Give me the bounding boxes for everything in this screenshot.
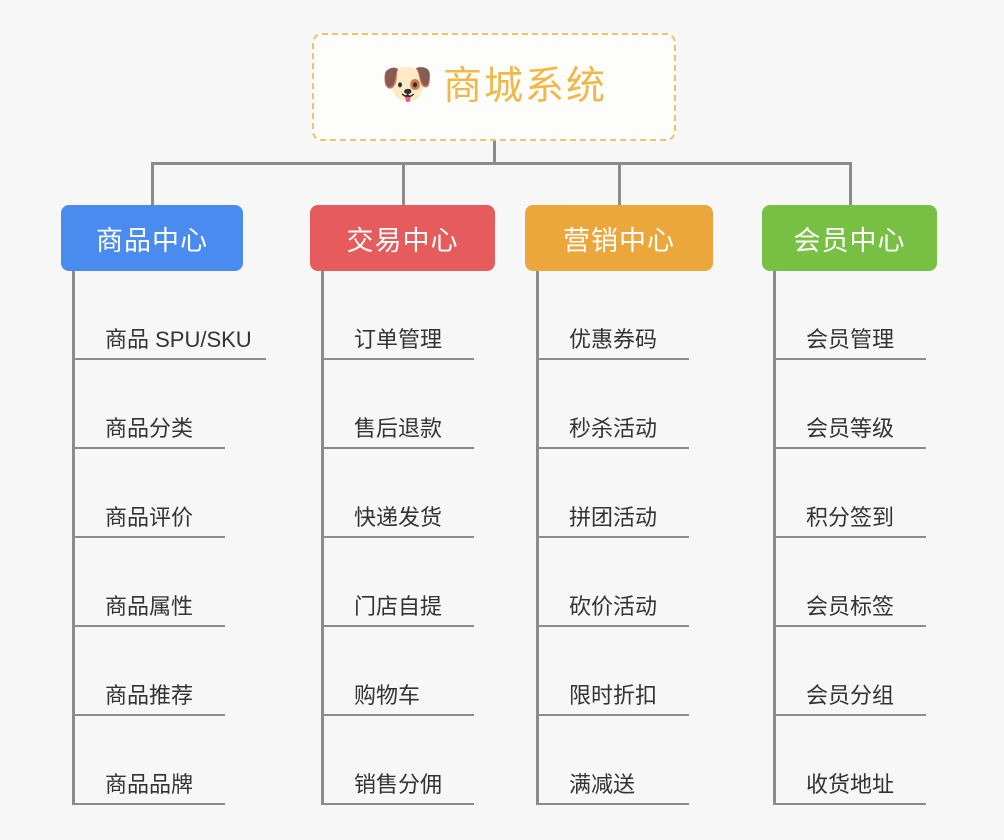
leaf-item[interactable]: 商品属性 [75, 538, 225, 627]
category-header-4[interactable]: 会员中心 [762, 205, 937, 271]
horizontal-bus-line [151, 162, 852, 165]
leaf-list: 商品 SPU/SKU 商品分类商品评价商品属性商品推荐商品品牌 [72, 271, 266, 805]
leaf-item-label: 秒杀活动 [569, 415, 658, 441]
category-column-1: 商品中心商品 SPU/SKU 商品分类商品评价商品属性商品推荐商品品牌 [61, 205, 266, 805]
category-header-label: 商品中心 [96, 225, 208, 256]
leaf-item[interactable]: 会员管理 [776, 271, 926, 360]
root-stem-line [493, 141, 496, 165]
leaf-item[interactable]: 商品推荐 [75, 627, 225, 716]
leaf-item[interactable]: 销售分佣 [324, 716, 474, 805]
leaf-item[interactable]: 门店自提 [324, 538, 474, 627]
leaf-item-label: 限时折扣 [569, 682, 658, 708]
leaf-spine-line [536, 271, 539, 805]
leaf-item-label: 满减送 [569, 771, 636, 797]
leaf-list: 订单管理售后退款快递发货门店自提购物车销售分佣 [321, 271, 495, 805]
leaf-list: 优惠券码秒杀活动拼团活动砍价活动限时折扣满减送 [536, 271, 713, 805]
leaf-item[interactable]: 拼团活动 [539, 449, 689, 538]
leaf-item-label: 商品 SPU/SKU [105, 326, 252, 352]
leaf-item-label: 商品属性 [105, 593, 194, 619]
leaf-item[interactable]: 收货地址 [776, 716, 926, 805]
root-node[interactable]: 🐶 商城系统 [312, 33, 676, 141]
leaf-spine-line [773, 271, 776, 805]
leaf-item-label: 积分签到 [806, 504, 895, 530]
leaf-item[interactable]: 商品 SPU/SKU [75, 271, 266, 360]
leaf-item-label: 商品评价 [105, 504, 194, 530]
leaf-item-label: 优惠券码 [569, 326, 658, 352]
leaf-item-label: 商品推荐 [105, 682, 194, 708]
leaf-item-label: 收货地址 [806, 771, 895, 797]
category-column-2: 交易中心订单管理售后退款快递发货门店自提购物车销售分佣 [310, 205, 495, 805]
leaf-item-label: 商品分类 [105, 415, 194, 441]
category-header-label: 营销中心 [563, 225, 675, 256]
leaf-item[interactable]: 会员等级 [776, 360, 926, 449]
category-header-label: 交易中心 [346, 225, 459, 256]
leaf-item-label: 门店自提 [354, 593, 443, 619]
leaf-item[interactable]: 限时折扣 [539, 627, 689, 716]
leaf-item-label: 购物车 [354, 682, 421, 708]
leaf-item[interactable]: 商品评价 [75, 449, 225, 538]
category-column-3: 营销中心优惠券码秒杀活动拼团活动砍价活动限时折扣满减送 [525, 205, 713, 805]
leaf-item[interactable]: 积分签到 [776, 449, 926, 538]
leaf-item[interactable]: 商品品牌 [75, 716, 225, 805]
leaf-item[interactable]: 满减送 [539, 716, 689, 805]
leaf-item[interactable]: 售后退款 [324, 360, 474, 449]
leaf-item-label: 会员标签 [806, 593, 895, 619]
leaf-item-label: 拼团活动 [569, 504, 658, 530]
leaf-item[interactable]: 会员分组 [776, 627, 926, 716]
category-drop-line-2 [401, 162, 405, 205]
leaf-list: 会员管理会员等级积分签到会员标签会员分组收货地址 [773, 271, 937, 805]
leaf-item-label: 销售分佣 [354, 771, 443, 797]
leaf-item-label: 快递发货 [354, 504, 443, 530]
leaf-item-label: 售后退款 [354, 415, 443, 441]
leaf-item-label: 会员分组 [806, 682, 895, 708]
category-drop-line-1 [151, 162, 154, 205]
leaf-item-label: 订单管理 [354, 326, 443, 352]
category-header-label: 会员中心 [793, 225, 906, 256]
leaf-item-label: 会员等级 [806, 415, 895, 441]
category-header-2[interactable]: 交易中心 [310, 205, 495, 271]
leaf-item[interactable]: 商品分类 [75, 360, 225, 449]
leaf-item[interactable]: 秒杀活动 [539, 360, 689, 449]
leaf-item[interactable]: 快递发货 [324, 449, 474, 538]
leaf-item[interactable]: 订单管理 [324, 271, 474, 360]
category-header-1[interactable]: 商品中心 [61, 205, 243, 271]
leaf-spine-line [72, 271, 75, 805]
category-drop-line-4 [848, 162, 852, 205]
leaf-spine-line [321, 271, 324, 805]
leaf-item[interactable]: 购物车 [324, 627, 474, 716]
category-column-4: 会员中心会员管理会员等级积分签到会员标签会员分组收货地址 [762, 205, 937, 805]
leaf-item-label: 商品品牌 [105, 771, 194, 797]
category-drop-line-3 [618, 162, 621, 205]
root-title: 商城系统 [442, 64, 607, 108]
category-header-3[interactable]: 营销中心 [525, 205, 713, 271]
shiba-dog-face-icon: 🐶 [380, 60, 434, 107]
leaf-item-label: 砍价活动 [569, 593, 658, 619]
leaf-item[interactable]: 优惠券码 [539, 271, 689, 360]
leaf-item-label: 会员管理 [806, 326, 895, 352]
leaf-item[interactable]: 会员标签 [776, 538, 926, 627]
leaf-item[interactable]: 砍价活动 [539, 538, 689, 627]
